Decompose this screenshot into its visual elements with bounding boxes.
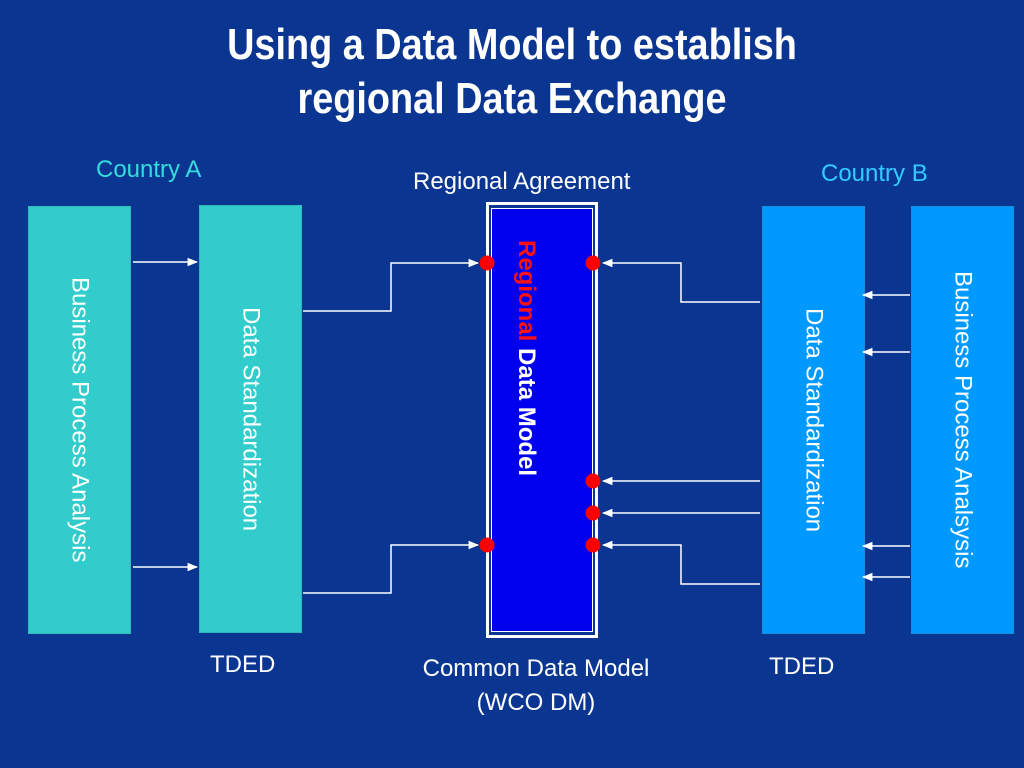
tded-label-right: TDED: [769, 653, 835, 680]
data-standardization-text-right: Data Standardization: [800, 307, 828, 533]
arrow-ds-left-to-model-top: [303, 258, 480, 312]
tded-label-left: TDED: [210, 651, 276, 678]
business-process-analysis-box-left: Business Process Analysis: [28, 206, 131, 634]
data-standardization-text-left: Data Standardization: [237, 306, 265, 532]
connector-dot-right-mid-1: [585, 473, 601, 489]
country-b-label: Country B: [821, 160, 928, 187]
connector-dot-left-bottom: [479, 537, 495, 553]
slide-title: Using a Data Model to establish regional…: [72, 18, 953, 126]
regional-data-model-box: [491, 208, 593, 632]
data-standardization-box-right: Data Standardization: [762, 206, 865, 634]
data-standardization-box-left: Data Standardization: [199, 205, 302, 633]
connector-dot-left-top: [479, 255, 495, 271]
common-data-model-line-1: Common Data Model: [422, 655, 650, 682]
common-data-model-label: Common Data Model (WCO DM): [386, 652, 686, 720]
business-process-analysis-text-left: Business Process Analysis: [66, 277, 94, 563]
slide-title-line-2: regional Data Exchange: [297, 74, 727, 123]
data-model-words: Data Model: [513, 348, 540, 477]
connector-dot-right-bottom: [585, 537, 601, 553]
common-data-model-line-2: (WCO DM): [476, 689, 596, 716]
regional-data-model-text: Regional Data Model: [496, 240, 540, 540]
regional-agreement-label: Regional Agreement: [413, 168, 631, 195]
arrow-ds-left-to-model-bottom: [303, 540, 480, 594]
connector-dot-right-mid-2: [585, 505, 601, 521]
regional-word: Regional: [513, 240, 540, 342]
regional-data-model-frame: [486, 202, 598, 638]
arrow-ds-right-to-model-bottom: [601, 540, 760, 585]
business-process-analysis-text-right: Business Process Analsysis: [949, 271, 977, 569]
arrow-ds-right-to-model-top: [601, 258, 760, 303]
business-process-analysis-box-right: Business Process Analsysis: [911, 206, 1014, 634]
connector-dot-right-top: [585, 255, 601, 271]
slide-title-line-1: Using a Data Model to establish: [227, 20, 797, 69]
country-a-label: Country A: [96, 156, 202, 183]
